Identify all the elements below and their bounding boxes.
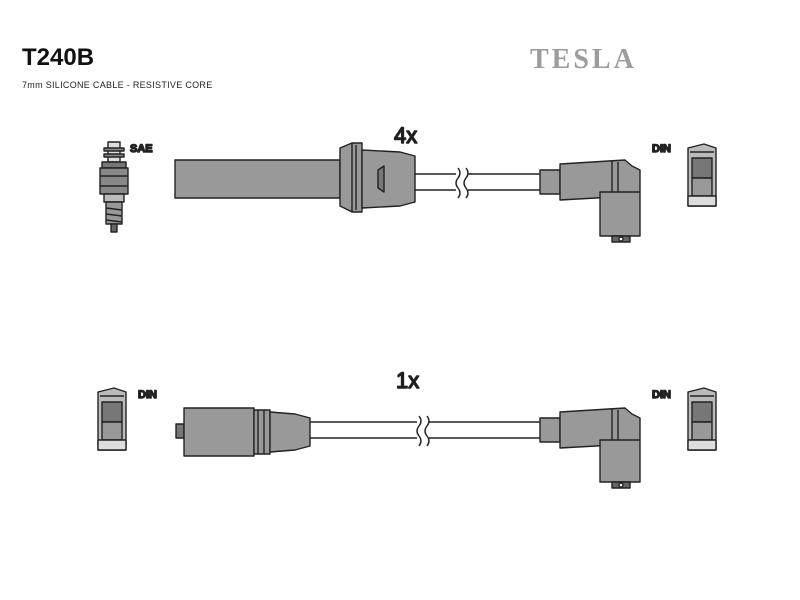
end-b-label-set2: DIN <box>652 389 671 401</box>
brand-logo: TESLA <box>530 44 637 75</box>
part-code: T240B <box>22 44 95 71</box>
din-terminal-icon-set2-right <box>687 387 717 451</box>
cable-wire-set1 <box>415 167 540 199</box>
cable-spec-subtitle: 7mm SILICONE CABLE - RESISTIVE CORE <box>22 80 213 90</box>
quantity-label-set1: 4x <box>394 123 417 148</box>
straight-plug-boot-set1 <box>174 142 416 213</box>
spark-plug-icon <box>99 141 129 233</box>
quantity-label-set2: 1x <box>396 368 419 393</box>
angled-boot-set2 <box>539 407 641 489</box>
straight-din-boot-set2 <box>175 407 311 457</box>
end-a-label-set2: DIN <box>138 389 157 401</box>
angled-boot-set1 <box>539 159 641 243</box>
din-terminal-icon-set2-left <box>97 387 127 451</box>
end-a-label-set1: SAE <box>130 143 153 155</box>
end-b-label-set1: DIN <box>652 143 671 155</box>
cable-wire-set2 <box>310 415 540 447</box>
din-terminal-icon-set1 <box>687 143 717 207</box>
